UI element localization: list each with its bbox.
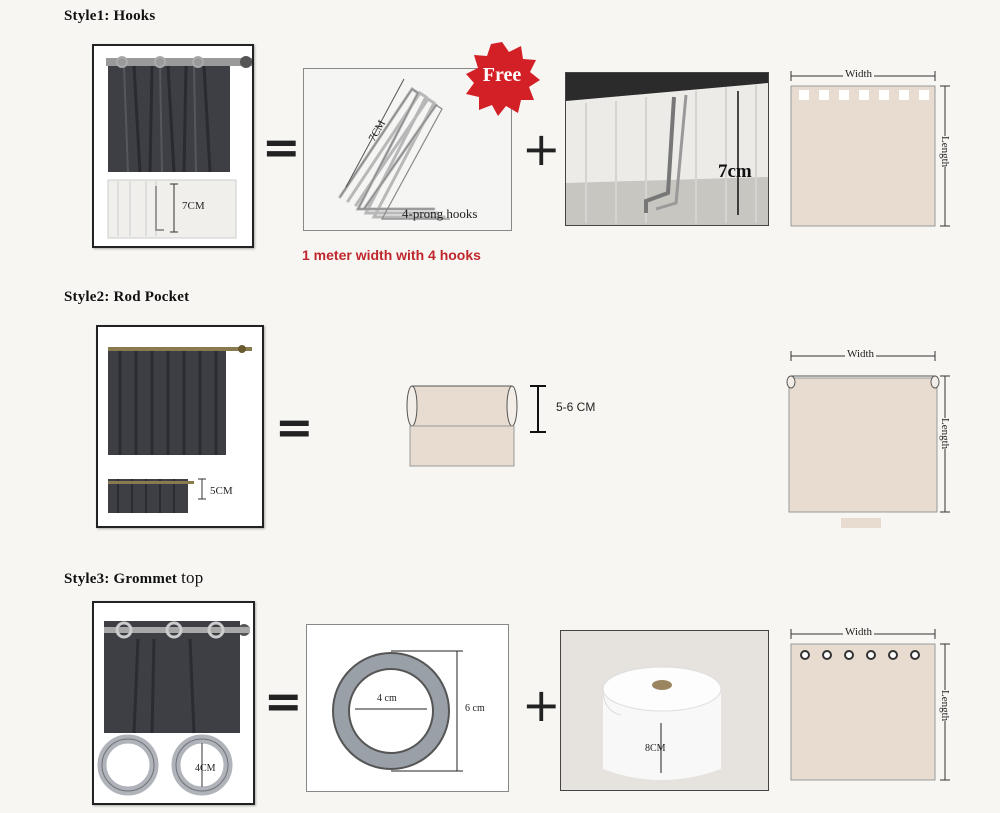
hook-tape-dimension: 7cm [718, 161, 752, 182]
style1-width-label: Width [843, 68, 875, 80]
style2-equals-sign: = [275, 400, 314, 454]
style1-length-label: Length [939, 136, 951, 168]
rod-pocket-curtain-diagram [786, 351, 950, 528]
tape-roll-dimension: 8CM [645, 743, 666, 754]
grommet-inner-dimension: 4 cm [377, 693, 397, 704]
style2-size-diagram: Width Length [783, 344, 955, 530]
style1-title-suffix: : Hooks [104, 8, 156, 24]
style3-title-prefix: Style3 [64, 571, 105, 587]
style3-ring-dimension: 4CM [195, 763, 216, 774]
rod-pocket-fold-icon [406, 385, 546, 467]
grommet-curtain-photo [94, 603, 253, 803]
free-badge: Free [464, 40, 540, 116]
grommet-ring-icon [307, 625, 508, 791]
style3-length-label: Length [939, 690, 951, 722]
header-tape-with-hook [566, 73, 768, 225]
free-badge-starburst-icon [466, 42, 540, 116]
rod-pocket-dimension: 5-6 CM [556, 400, 596, 414]
style2-length-label: Length [939, 418, 951, 450]
hooks-caption: 1 meter width with 4 hooks [302, 247, 481, 263]
style1-tape-dimension: 7CM [182, 200, 205, 212]
four-prong-hook-icon [304, 69, 511, 230]
tape-roll-photo: 8CM [560, 630, 769, 791]
style1-size-diagram: Width Length [785, 64, 955, 240]
rod-pocket-curtain-photo [98, 327, 262, 526]
style3-equals-sign: = [264, 674, 303, 728]
style3-title-extra: top [181, 568, 204, 587]
style1-plus-sign: + [522, 122, 561, 176]
style2-photo-box: 5CM [96, 325, 264, 528]
style2-title: Style2: Rod Pocket [64, 289, 189, 306]
grommet-curtain-diagram [790, 629, 950, 781]
pinch-pleat-curtain-photo [94, 46, 252, 246]
style3-photo-box: 4CM [92, 601, 255, 805]
hook-tape-photo: 7cm [565, 72, 769, 226]
style1-photo-box: 7CM [92, 44, 254, 248]
style1-title: Style1: Hooks [64, 8, 155, 25]
style2-small-dimension: 5CM [210, 485, 233, 497]
style3-size-diagram: Width Length [785, 622, 955, 792]
style3-title-suffix: : Grommet [104, 571, 178, 587]
style3-width-label: Width [843, 626, 875, 638]
style2-title-suffix: : Rod Pocket [104, 289, 190, 305]
style3-plus-sign: + [522, 678, 561, 732]
style1-title-prefix: Style1 [64, 8, 105, 24]
style1-equals-sign: = [262, 120, 301, 174]
free-badge-text: Free [482, 64, 522, 86]
rod-pocket-diagram: 5-6 CM [404, 380, 624, 472]
grommet-outer-dimension: 6 cm [465, 703, 485, 714]
grommet-ring-box: 4 cm 6 cm [306, 624, 509, 792]
hooks-curtain-diagram [790, 71, 950, 227]
tape-roll-icon [561, 631, 768, 790]
hooks-label: 4-prong hooks [402, 206, 478, 221]
style2-title-prefix: Style2 [64, 289, 105, 305]
style3-title: Style3: Grommet top [64, 568, 203, 588]
style2-width-label: Width [845, 348, 877, 360]
